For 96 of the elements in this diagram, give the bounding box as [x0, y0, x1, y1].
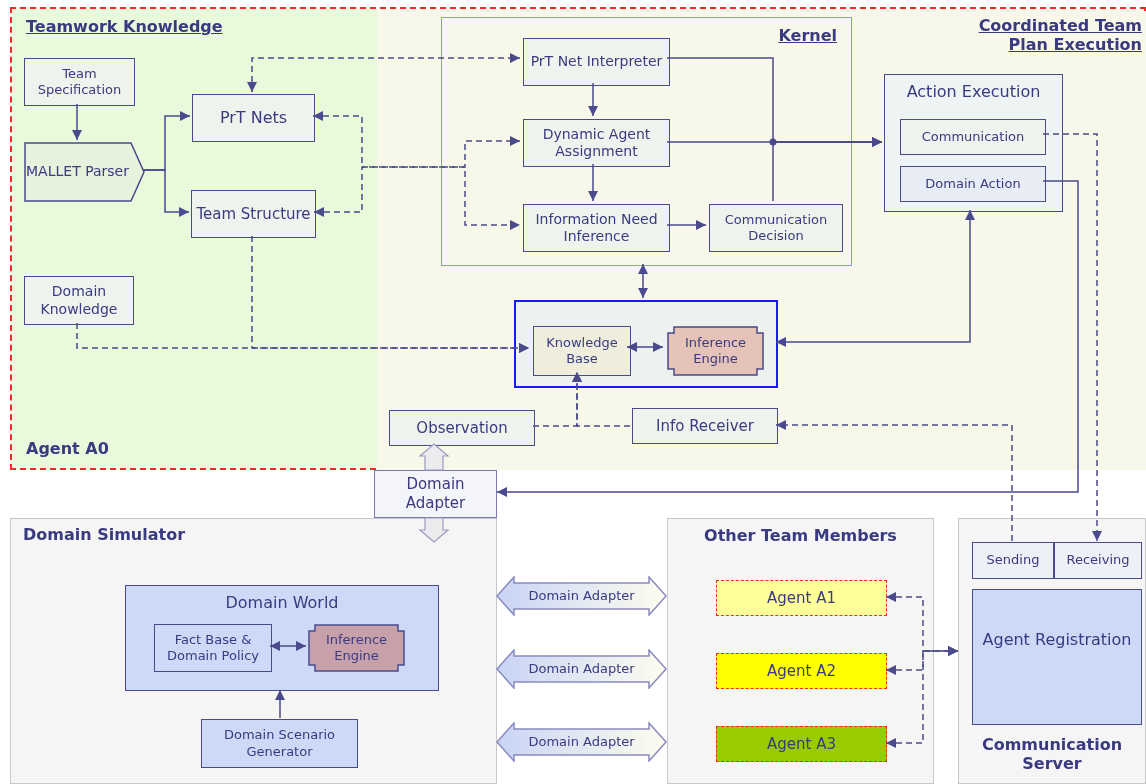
arrow: [588, 163, 598, 202]
panel-title: Other Team Members: [703, 526, 898, 546]
process-box: [154, 624, 272, 672]
agent-box: [716, 580, 887, 616]
arrow: [496, 180, 1079, 497]
arrow: [638, 263, 648, 299]
hollow-arrow: [418, 517, 450, 543]
panel-title: Teamwork Knowledge: [26, 17, 223, 37]
box-label: Agent A2: [767, 661, 836, 681]
box-label: Inference Engine: [683, 334, 748, 368]
box-label: Domain Scenario Generator: [222, 727, 337, 760]
world-panel: [125, 585, 439, 691]
box-label: Team Specification: [36, 65, 123, 99]
box-label: Domain Adapter: [528, 587, 635, 605]
box-label: Domain Adapter: [528, 660, 635, 678]
panel-title: Communication Server: [980, 734, 1124, 773]
box-label: Team Structure: [196, 204, 311, 224]
process-box: [533, 326, 631, 376]
box-label: Sending: [986, 552, 1040, 569]
process-box: [972, 542, 1054, 579]
arrow: [666, 220, 707, 230]
process-box: [389, 410, 535, 446]
box-label: Agent Registration: [982, 630, 1132, 650]
box-label: Fact Base & Domain Policy: [166, 631, 260, 665]
arrow: [1042, 133, 1102, 542]
arrow: [772, 137, 883, 202]
panel-title: Action Execution: [905, 82, 1042, 102]
agent-box: [716, 653, 887, 689]
action-panel: [884, 74, 1063, 212]
registration-box: [972, 589, 1142, 725]
hollow-arrow: [418, 443, 450, 471]
server-panel: [958, 518, 1146, 784]
arrow: [247, 53, 521, 93]
parser-shape: [24, 142, 145, 202]
process-box: [632, 408, 778, 444]
adapter-box: [374, 470, 497, 518]
box-label: PrT Net Interpreter: [530, 53, 663, 71]
box-label: Knowledge Base: [545, 334, 619, 368]
adapter-arrow-shape: [496, 649, 667, 689]
panel-title: Kernel: [778, 26, 837, 46]
box-label: Communication Decision: [723, 211, 829, 245]
engine-shape: [667, 326, 764, 376]
kernel-panel: [441, 17, 852, 266]
process-box: [709, 204, 843, 252]
process-box: [523, 204, 670, 252]
process-box: [24, 276, 134, 325]
arrow: [313, 166, 521, 230]
box-label: Inference Engine: [324, 631, 389, 665]
box-label: Domain Adapter: [528, 733, 635, 751]
box-label: Agent A3: [767, 734, 836, 754]
engine-panel: [514, 300, 778, 388]
box-label: Domain Knowledge: [39, 283, 119, 318]
process-box: [201, 719, 358, 768]
agent-box: [716, 726, 887, 762]
simulator-panel: [10, 518, 497, 784]
panel-title: Agent A0: [26, 438, 109, 458]
arrow: [588, 82, 598, 117]
box-label: Receiving: [1066, 552, 1130, 569]
box-label: Domain Action: [925, 175, 1021, 193]
box-label: MALLET Parser: [26, 163, 129, 181]
process-box: [523, 38, 670, 86]
box-label: PrT Nets: [219, 108, 288, 128]
panel-title: Domain World: [224, 593, 340, 613]
process-box: [24, 58, 135, 106]
arrow: [72, 103, 82, 141]
arrow: [269, 641, 307, 651]
process-box: [523, 119, 670, 167]
arrow: [275, 689, 285, 719]
adapter-arrow-shape: [496, 576, 667, 616]
arrow: [142, 169, 190, 217]
panel-title: Domain Simulator: [23, 525, 186, 545]
process-box: [1054, 542, 1142, 579]
process-box: [900, 166, 1046, 202]
arrow: [775, 209, 975, 347]
process-box: [900, 119, 1046, 155]
box-label: Domain Adapter: [404, 475, 467, 513]
panel-title: Coordinated Team Plan Execution: [977, 16, 1142, 55]
agent-region: [10, 7, 1146, 470]
box-label: Observation: [416, 418, 508, 438]
execution-panel: [377, 11, 1146, 470]
arrow: [251, 235, 530, 353]
process-box: [192, 94, 315, 142]
members-panel: [667, 518, 934, 784]
box-label: Agent A1: [767, 588, 836, 608]
process-box: [191, 190, 316, 238]
arrow: [626, 342, 664, 352]
box-label: Info Receiver: [655, 416, 755, 436]
engine-shape: [308, 624, 405, 672]
adapter-arrow-shape: [496, 722, 667, 762]
box-label: Dynamic Agent Assignment: [541, 125, 652, 161]
arrow: [885, 646, 959, 748]
box-label: Information Need Inference: [534, 210, 659, 246]
arrow: [572, 371, 631, 427]
box-label: Communication: [921, 128, 1025, 146]
arrow: [775, 420, 1013, 542]
arrow: [312, 111, 521, 168]
